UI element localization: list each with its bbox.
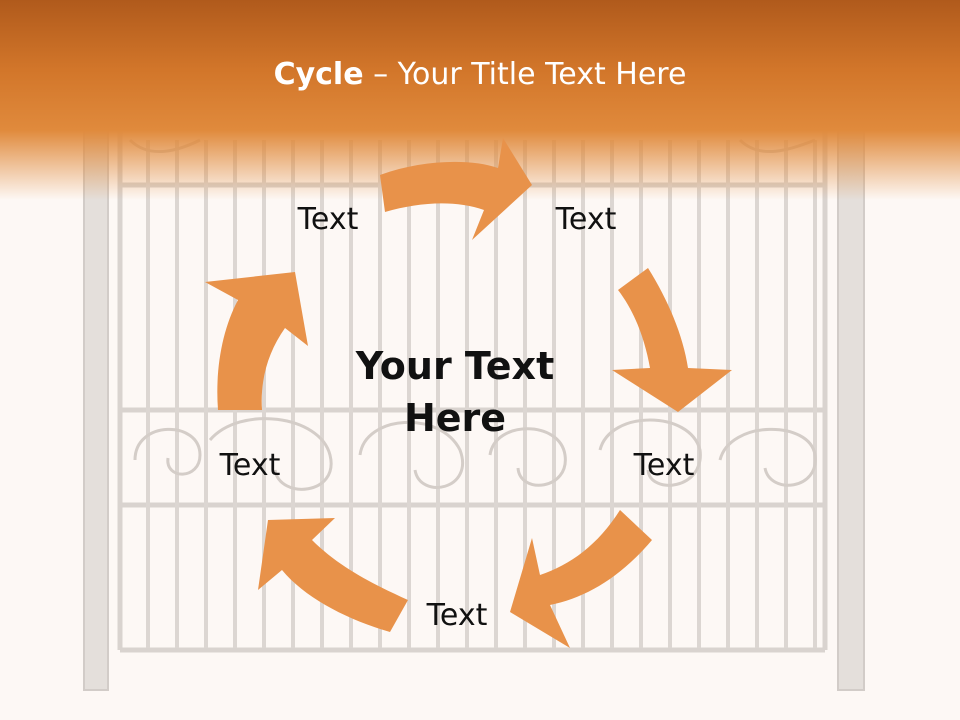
title-separator: – <box>363 57 398 92</box>
cycle-arrow-4 <box>258 518 408 632</box>
cycle-node-top-left: Text <box>297 202 359 237</box>
title-bold: Cycle <box>273 57 364 92</box>
cycle-arrow-1 <box>380 138 532 240</box>
cycle-arrow-5 <box>205 272 308 410</box>
cycle-node-top-right: Text <box>555 202 617 237</box>
cycle-arrow-2 <box>612 268 732 412</box>
cycle-node-right: Text <box>633 448 695 483</box>
slide-title: Cycle – Your Title Text Here <box>0 55 960 95</box>
cycle-node-bottom: Text <box>426 598 488 633</box>
cycle-node-left: Text <box>219 448 281 483</box>
title-rest: Your Title Text Here <box>397 57 687 92</box>
center-text: Your Text Here <box>355 344 555 440</box>
cycle-arrow-3 <box>510 510 652 648</box>
